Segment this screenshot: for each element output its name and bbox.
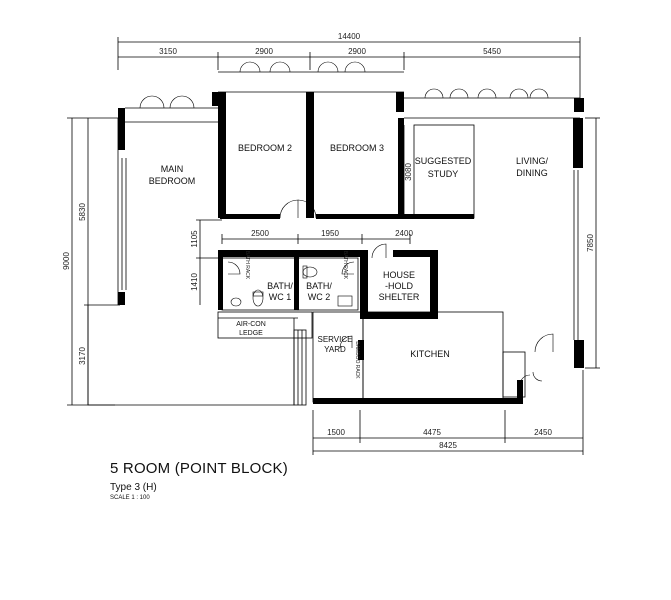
dim-seg-3: 2900 (348, 47, 366, 56)
thick-walls (118, 92, 584, 404)
dim-left-bottom: 3170 (78, 347, 87, 365)
dim-seg-1: 3150 (159, 47, 177, 56)
dim-bottom-1: 1500 (327, 428, 345, 437)
room-service-yard-l2: YARD (324, 345, 346, 354)
room-living-l2: DINING (516, 168, 548, 178)
fixture-labels: BATH RACK BATH RACK BAMBOO RACK (244, 251, 360, 379)
room-aircon-l2: LEDGE (239, 330, 263, 337)
room-shelter-l3: SHELTER (379, 292, 420, 302)
dim-left-upper: 5830 (78, 203, 87, 221)
dim-seg-4: 5450 (483, 47, 501, 56)
bottom-dimensions (312, 370, 584, 455)
dimension-labels: 14400 3150 2900 2900 5450 9000 5830 3170… (62, 32, 595, 450)
room-bath-2-l1: BATH/ (306, 281, 332, 291)
dim-left-mid: 1105 (190, 230, 199, 248)
dim-mid-2: 1950 (321, 229, 339, 238)
room-shelter-l1: HOUSE (383, 270, 415, 280)
room-bedroom-3: BEDROOM 3 (330, 143, 384, 153)
dim-study-height: 3080 (404, 163, 413, 181)
dim-bottom-total: 8425 (439, 441, 457, 450)
dim-bottom-3: 2450 (534, 428, 552, 437)
dim-mid-1: 2500 (251, 229, 269, 238)
dim-right-height: 7850 (586, 234, 595, 252)
room-main-bedroom-l1: MAIN (161, 164, 184, 174)
room-study-l1: SUGGESTED (415, 156, 472, 166)
bath-2-rack-label: BATH RACK (342, 251, 348, 280)
yard-rack-label: BAMBOO RACK (354, 341, 360, 379)
top-dimensions (117, 37, 581, 105)
door-swings (227, 199, 554, 386)
room-service-yard-l1: SERVICE (318, 335, 353, 344)
room-aircon-l1: AIR-CON (236, 321, 266, 328)
window-casements (139, 61, 549, 109)
left-dimensions (67, 117, 222, 406)
room-main-bedroom-l2: BEDROOM (149, 176, 196, 186)
room-labels: MAIN BEDROOM BEDROOM 2 BEDROOM 3 SUGGEST… (149, 143, 549, 359)
outline (87, 71, 580, 406)
dim-bottom-2: 4475 (423, 428, 441, 437)
plan-type: Type 3 (H) (110, 482, 157, 493)
dim-left-lower: 1410 (190, 273, 199, 291)
room-shelter-l2: -HOLD (385, 281, 414, 291)
room-bath-2-l2: WC 2 (308, 292, 331, 302)
room-bath-1-l2: WC 1 (269, 292, 292, 302)
dim-seg-2: 2900 (255, 47, 273, 56)
room-kitchen: KITCHEN (410, 349, 450, 359)
dim-left-total: 9000 (62, 252, 71, 270)
room-living-l1: LIVING/ (516, 156, 549, 166)
room-bath-1-l1: BATH/ (267, 281, 293, 291)
dim-mid-3: 2400 (395, 229, 413, 238)
mid-dimensions (221, 234, 411, 244)
bath-1-rack-label: BATH RACK (244, 251, 250, 280)
plan-title: 5 ROOM (POINT BLOCK) (110, 460, 288, 477)
room-bedroom-2: BEDROOM 2 (238, 143, 292, 153)
room-study-l2: STUDY (428, 169, 459, 179)
plan-scale: SCALE 1 : 100 (110, 495, 150, 501)
dim-overall-top: 14400 (338, 32, 361, 41)
